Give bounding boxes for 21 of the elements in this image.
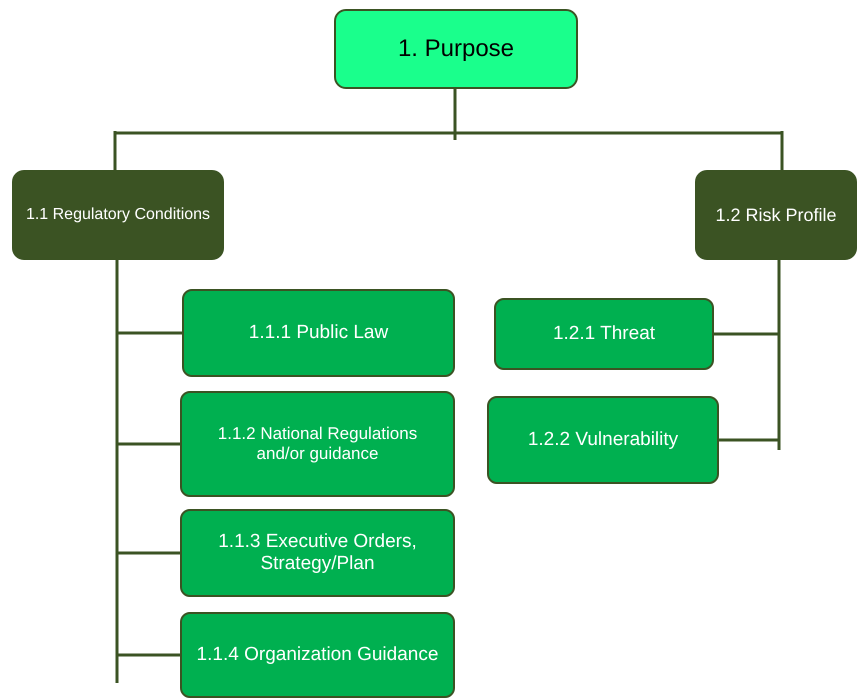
tree-box — [182, 289, 455, 377]
connector-line — [719, 260, 780, 442]
connector-line — [454, 89, 784, 170]
tree-box — [695, 170, 857, 260]
tree-box — [12, 170, 224, 260]
box-label: 1.1.2 National Regulations and/or guidance — [216, 424, 418, 464]
tree-box — [180, 612, 455, 698]
tree-box — [494, 298, 714, 370]
tree-box — [487, 396, 719, 484]
box-label: 1.1 Regulatory Conditions — [26, 206, 210, 224]
tree-box — [180, 391, 455, 497]
root-box — [334, 9, 578, 89]
box-label: 1.1.4 Organization Guidance — [196, 644, 438, 666]
box-label: 1.2.1 Threat — [552, 323, 656, 345]
box-label: 1.2 Risk Profile — [715, 204, 837, 226]
box-label: 1. Purpose — [398, 35, 514, 63]
box-label: 1.1.3 Executive Orders, Strategy/Plan — [217, 531, 418, 575]
box-label: 1.1.1 Public Law — [248, 322, 388, 344]
connector-line — [116, 260, 180, 656]
box-label: 1.2.2 Vulnerability — [528, 429, 678, 451]
tree-box — [180, 509, 455, 597]
